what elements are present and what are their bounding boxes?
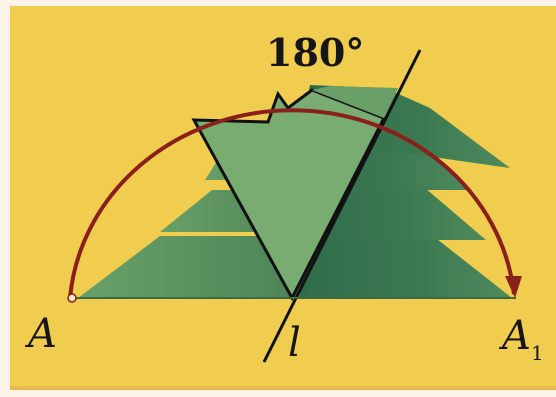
point-a1-subscript: 1 — [531, 341, 544, 365]
triangle-top-shade — [312, 86, 398, 118]
point-a-label: A — [24, 311, 57, 357]
axis-l-label: l — [288, 320, 301, 366]
angle-label: 180° — [266, 30, 364, 75]
original-tree-tier-1 — [78, 236, 300, 298]
panel-bottom-shadow — [10, 386, 556, 390]
point-a1-label: A — [498, 313, 531, 359]
light-triangle — [191, 88, 387, 302]
point-a-dot — [67, 293, 77, 303]
rotation-arrowhead — [505, 276, 522, 298]
rotation-arc — [68, 108, 516, 299]
rotated-tree-tier-1 — [292, 232, 512, 298]
axis-line-l — [262, 49, 422, 363]
